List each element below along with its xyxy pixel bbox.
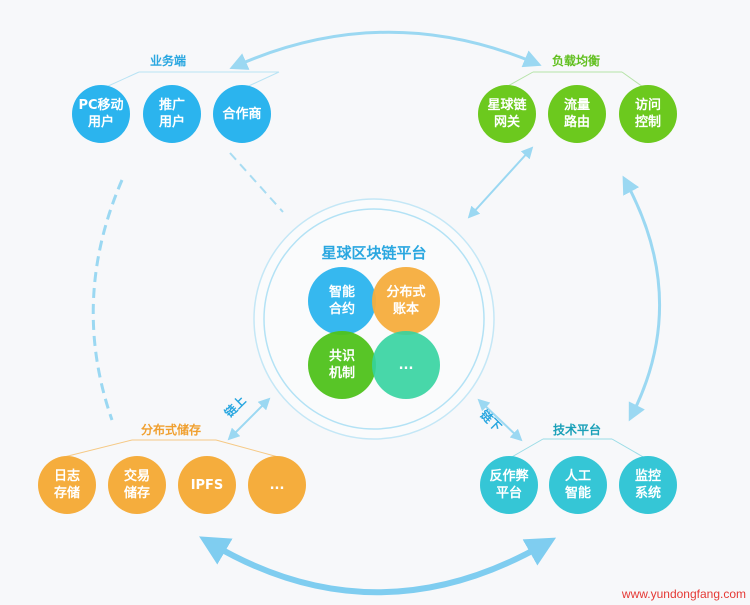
core-consensus-label: 共识 机制 xyxy=(328,349,355,381)
node-monitoring xyxy=(619,456,677,514)
ai-label: 人工 智能 xyxy=(564,469,591,501)
monitoring-label: 监控 系统 xyxy=(634,469,661,501)
node-pc-mobile-user xyxy=(72,85,130,143)
node-gateway xyxy=(478,85,536,143)
core-smart-contract-circle xyxy=(308,267,376,335)
tx-storage-label: 交易 储存 xyxy=(123,469,150,501)
storage-more-label: ... xyxy=(269,477,285,493)
pc-mobile-user-label: PC移动 用户 xyxy=(78,98,124,130)
traffic-routing-label: 流量 路由 xyxy=(563,98,590,130)
left-dashed-arc xyxy=(91,179,124,421)
center-title: 星球区块链平台 xyxy=(321,244,427,262)
core-ledger-label: 分布式 账本 xyxy=(386,285,426,317)
node-anti-fraud xyxy=(480,456,538,514)
node-storage-more xyxy=(248,456,306,514)
node-promo-user xyxy=(143,85,201,143)
ipfs-label: IPFS xyxy=(190,477,224,493)
storage-connectors xyxy=(59,439,283,459)
anti-fraud-label: 反作弊 平台 xyxy=(489,469,529,501)
node-traffic-routing xyxy=(548,85,606,143)
core-more-circle xyxy=(372,331,440,399)
node-access-control xyxy=(619,85,677,143)
business-group-title: 业务端 xyxy=(150,54,187,68)
connector-center-storage xyxy=(227,397,271,441)
tech-group-title: 技术平台 xyxy=(553,423,602,437)
partner-label: 合作商 xyxy=(222,106,262,122)
gateway-label: 星球链 网关 xyxy=(487,98,527,130)
node-tx-storage xyxy=(108,456,166,514)
promo-user-label: 推广 用户 xyxy=(158,98,185,130)
watermark-text: www.yundongfang.com xyxy=(621,587,746,601)
tech-connectors xyxy=(509,438,646,459)
node-ai xyxy=(549,456,607,514)
core-ledger-circle xyxy=(372,267,440,335)
storage-group-title: 分布式储存 xyxy=(141,423,202,437)
core-more-label: ... xyxy=(398,357,414,373)
core-smart-contract-label: 智能 合约 xyxy=(328,285,355,317)
load-group-title: 负载均衡 xyxy=(552,54,601,68)
center-outer-ring xyxy=(253,198,495,440)
center-inner-ring xyxy=(263,208,485,430)
node-partner xyxy=(213,85,271,143)
connector-business-center xyxy=(229,152,284,213)
connector-center-tech xyxy=(477,398,523,442)
node-log-storage xyxy=(38,456,96,514)
core-consensus-circle xyxy=(308,331,376,399)
node-ipfs xyxy=(178,456,236,514)
connector-load-center xyxy=(467,146,534,219)
log-storage-label: 日志 存储 xyxy=(53,469,80,501)
access-control-label: 访问 控制 xyxy=(634,98,661,130)
right-arc-arrow xyxy=(622,175,661,422)
bottom-arc-arrow xyxy=(199,536,557,596)
top-arc-arrow xyxy=(229,30,542,70)
